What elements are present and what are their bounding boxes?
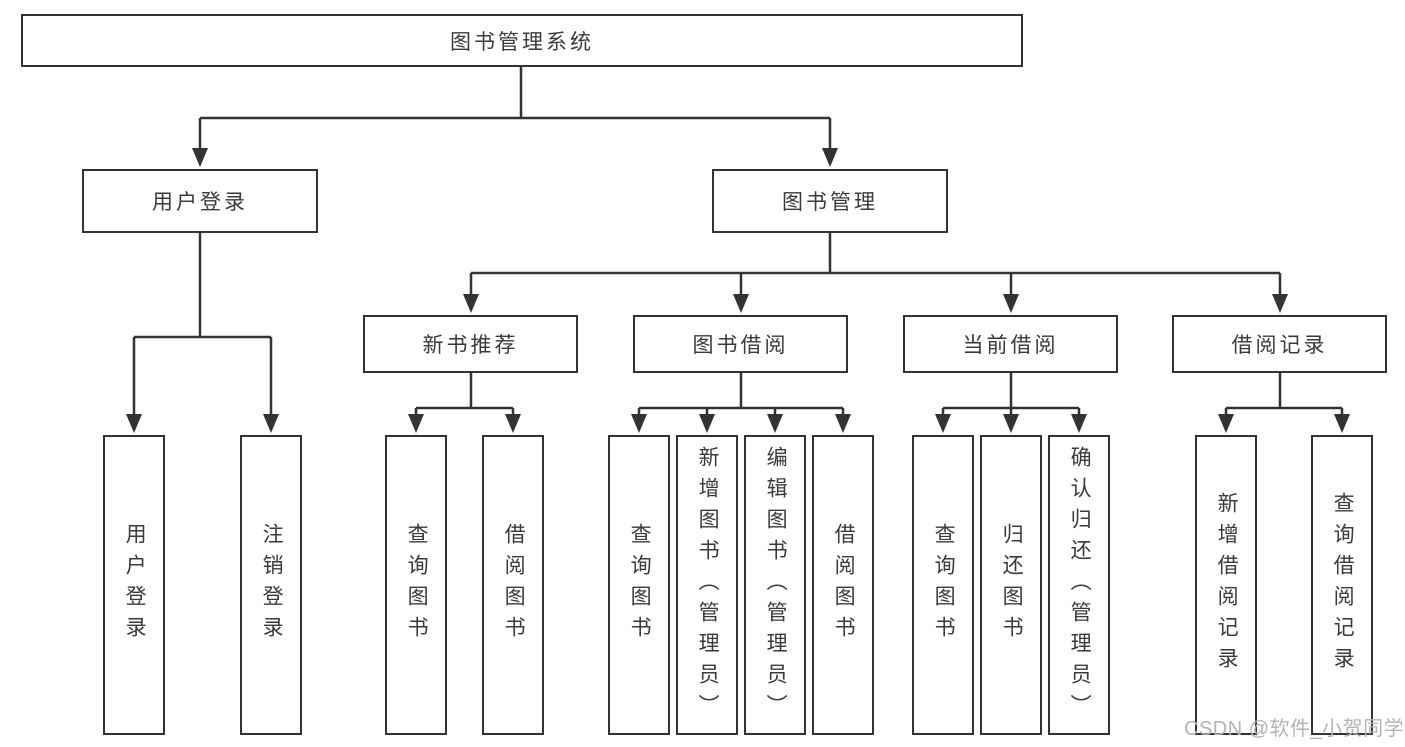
leaf-user-login: 用户登录: [103, 435, 165, 735]
node-label: 当前借阅: [962, 334, 1059, 357]
connector-new-book-branch: [408, 373, 521, 433]
leaf-label: 用户登录: [123, 523, 147, 647]
csdn-watermark: CSDN @软件_小贺同学: [1184, 718, 1405, 740]
leaf-label: 查询图书: [405, 523, 429, 647]
connector-book-borrow-branch: [631, 373, 851, 433]
node-label: 图书借阅: [692, 334, 789, 357]
leaf-label: 新增借阅记录: [1215, 492, 1239, 678]
leaf-label: 编辑图书（管理员）: [764, 445, 788, 725]
leaf-borrow-books: 借阅图书: [812, 435, 874, 735]
node-library-system: 图书管理系统: [21, 14, 1023, 67]
leaf-logout: 注销登录: [240, 435, 302, 735]
leaf-add-books-admin: 新增图书（管理员）: [676, 435, 738, 735]
leaf-label: 注销登录: [260, 523, 284, 647]
leaf-label: 查询图书: [628, 523, 652, 647]
node-label: 用户登录: [152, 191, 248, 214]
leaf-label: 确认归还（管理员）: [1068, 445, 1092, 725]
node-borrow-records: 借阅记录: [1172, 315, 1387, 373]
connector-user-login-branch: [126, 233, 279, 433]
leaf-query-books: 查询图书: [912, 435, 974, 735]
connector-book-management-to-level3: [463, 233, 1288, 313]
connector-borrow-records-branch: [1218, 373, 1350, 433]
leaf-label: 归还图书: [1000, 523, 1024, 647]
node-new-book-recommend: 新书推荐: [363, 315, 578, 373]
leaf-label: 查询图书: [932, 523, 956, 647]
leaf-label: 新增图书（管理员）: [696, 445, 720, 725]
node-user-login: 用户登录: [82, 169, 318, 233]
node-label: 新书推荐: [422, 334, 519, 357]
leaf-label: 借阅图书: [502, 523, 526, 647]
leaf-edit-books-admin: 编辑图书（管理员）: [744, 435, 806, 735]
leaf-query-borrow-record: 查询借阅记录: [1311, 435, 1373, 735]
node-label: 图书管理: [782, 191, 878, 214]
node-book-management: 图书管理: [712, 169, 948, 233]
leaf-query-books: 查询图书: [608, 435, 670, 735]
node-label: 借阅记录: [1231, 334, 1328, 357]
leaf-return-books: 归还图书: [980, 435, 1042, 735]
leaf-label: 查询借阅记录: [1331, 492, 1355, 678]
leaf-label: 借阅图书: [832, 523, 856, 647]
connector-root-to-level2: [192, 67, 838, 167]
leaf-query-books: 查询图书: [385, 435, 447, 735]
leaf-borrow-books: 借阅图书: [482, 435, 544, 735]
node-current-borrow: 当前借阅: [903, 315, 1118, 373]
node-book-borrow: 图书借阅: [633, 315, 848, 373]
leaf-add-borrow-record: 新增借阅记录: [1195, 435, 1257, 735]
connector-current-borrow-branch: [935, 373, 1087, 433]
node-label: 图书管理系统: [450, 30, 594, 54]
leaf-confirm-return-admin: 确认归还（管理员）: [1048, 435, 1110, 735]
